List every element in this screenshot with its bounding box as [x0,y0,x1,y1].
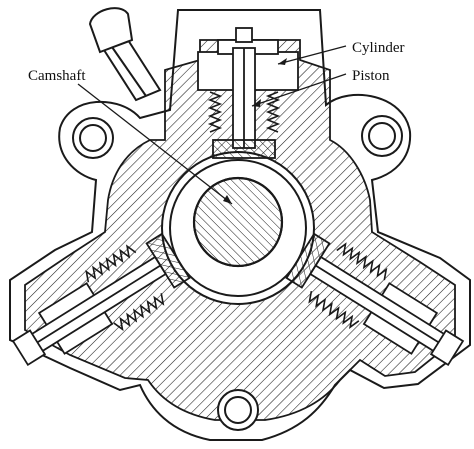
camshaft-label: Camshaft [28,68,86,84]
piston-leader [251,73,347,107]
right-plunger-cap [285,232,331,289]
cylinder-leader [277,45,347,65]
mounting-hole-right-inner [368,122,396,150]
cam-assembly [161,151,315,305]
left-pump-element [11,232,191,367]
leader-arrowheads [223,58,287,204]
piston-label: Piston [352,68,390,84]
mounting-hole-bottom-inner [224,396,252,424]
top-pump-element [197,27,299,159]
cylinder-label: Cylinder [352,40,405,56]
mounting-holes [72,115,403,431]
right-spring [308,242,388,330]
leader-lines [77,45,347,205]
plunger-cap [212,139,276,159]
right-pump-element [285,232,465,367]
left-spring [85,244,165,332]
inlet-fitting [88,7,162,102]
spring-seat-top [235,27,253,43]
mounting-hole-left-inner [79,124,107,152]
left-plunger-cap [145,232,191,289]
camshaft-leader [77,83,233,205]
